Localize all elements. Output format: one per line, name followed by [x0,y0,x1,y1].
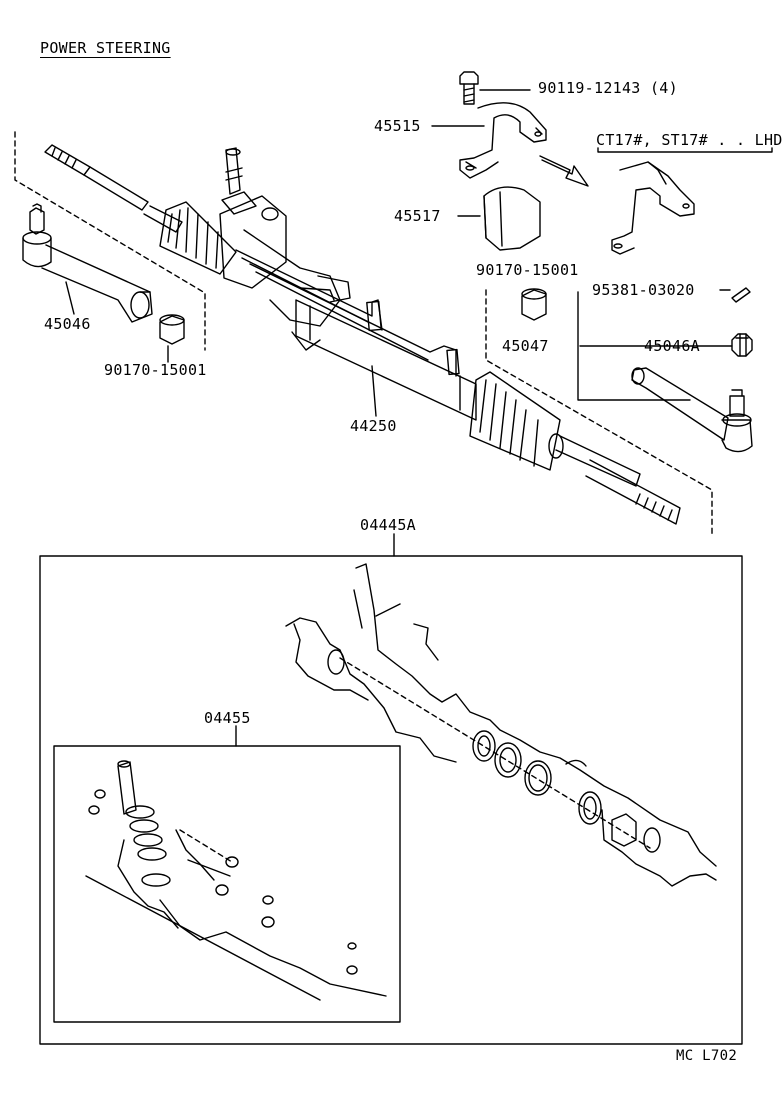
left-tie-rod-enclosure [14,131,206,351]
part-label-gear-assembly: 44250 [350,417,397,435]
page-title: POWER STEERING [40,39,171,57]
part-label-cotter-pin: 95381-03020 [592,281,695,299]
gasket-kit-box [39,533,743,1045]
part-label-tie-rod-end-left: 45046 [44,315,91,333]
part-label-gasket-kit: 04445A [360,516,416,534]
gasket-kit-housing-outline [285,563,717,887]
right-tie-rod-enclosure [485,289,713,537]
right-tie-rod-end [631,367,753,453]
bracket-variant [597,147,773,255]
direction-arrow [539,155,589,187]
cotter-pin [719,287,751,303]
left-tie-rod-end [22,203,153,323]
boot-kit-box [53,725,401,1023]
bolt [459,71,531,105]
cushion [457,186,541,251]
leader-95381 [577,291,691,401]
part-label-tie-rod-end-right: 45047 [502,337,549,355]
figure-code: MC L702 [676,1048,738,1064]
part-label-bracket-variant: CT17#, ST17# . . LHD [596,131,783,149]
left-inner-tie-rod [44,144,183,233]
boot-kit-contents [85,760,387,1001]
part-label-cushion: 45517 [394,207,441,225]
castle-nut [731,333,753,357]
leader-45046 [65,281,75,315]
leader-44250 [371,365,377,417]
boot-kit-centerline [179,829,233,863]
part-label-bolt: 90119-12143 (4) [538,79,678,97]
gasket-kit-centerline [339,657,651,849]
right-bushing [521,288,547,321]
part-label-bracket: 45515 [374,117,421,135]
bracket [431,102,547,179]
left-bushing [159,314,185,345]
part-label-bushing-left: 90170-15001 [104,361,207,379]
part-label-nut: 45046A [644,337,700,355]
steering-rack-assembly [159,147,681,525]
seal-rings [472,730,661,853]
part-label-boot-kit: 04455 [204,709,251,727]
part-label-bushing-right: 90170-15001 [476,261,579,279]
